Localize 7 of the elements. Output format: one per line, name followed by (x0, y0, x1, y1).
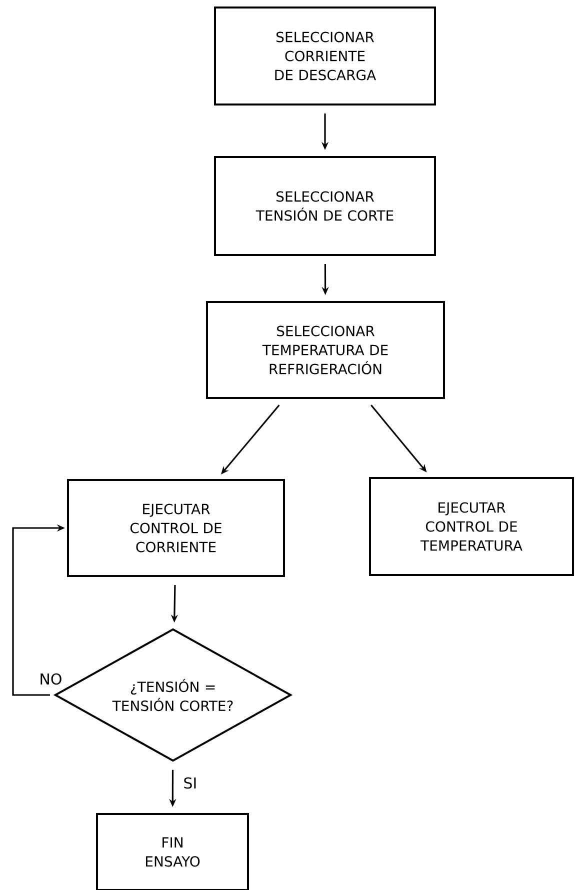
process-box: EJECUTAR CONTROL DE TEMPERATURA (369, 477, 574, 576)
process-box: SELECCIONAR CORRIENTE DE DESCARGA (214, 6, 436, 106)
process-box: SELECCIONAR TENSIÓN DE CORTE (214, 156, 436, 256)
process-box: EJECUTAR CONTROL DE CORRIENTE (67, 479, 285, 577)
process-box: FIN ENSAYO (96, 813, 249, 890)
edge-label: SI (182, 776, 198, 790)
process-box: SELECCIONAR TEMPERATURA DE REFRIGERACIÓN (206, 301, 445, 399)
